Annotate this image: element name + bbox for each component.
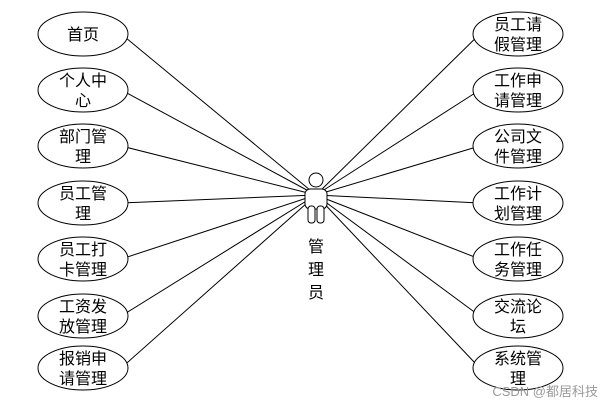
use-case-ellipse	[37, 236, 129, 282]
use-case-ellipse	[37, 123, 129, 169]
use-case-label: 理	[510, 369, 526, 388]
association-line-right-5	[315, 194, 480, 260]
use-case-left-1: 首页	[37, 11, 129, 57]
actor-leg-left	[307, 205, 316, 224]
use-case-label: 部门管	[59, 127, 107, 146]
association-line-left-3	[121, 145, 317, 196]
use-case-label: 工资发	[59, 297, 107, 316]
association-line-left-2	[121, 89, 317, 196]
association-line-right-1	[315, 33, 481, 196]
use-case-label: 公司文	[494, 127, 542, 146]
use-case-label: 件管理	[494, 147, 542, 166]
use-case-label: 坛	[510, 317, 526, 336]
use-case-ellipse	[472, 123, 564, 169]
use-case-ellipse	[37, 345, 129, 391]
use-case-label: 请管理	[494, 91, 542, 110]
use-case-ellipse	[472, 236, 564, 282]
association-line-left-7	[120, 194, 317, 369]
use-case-label: 首页	[67, 25, 99, 44]
actor-label-line-2: 理	[308, 260, 324, 279]
use-case-label: 务管理	[494, 260, 542, 279]
use-case-ellipse	[37, 293, 129, 339]
association-line-left-1	[120, 33, 317, 196]
use-case-label: 交流论	[494, 297, 542, 316]
use-case-ellipse	[37, 180, 129, 226]
association-line-left-4	[121, 194, 317, 204]
use-case-label: 心	[75, 91, 91, 110]
use-case-label: 卡管理	[59, 260, 107, 279]
use-case-ellipse	[37, 67, 129, 113]
use-case-ellipse	[472, 345, 564, 391]
actor-label-line-3: 员	[308, 283, 324, 302]
association-line-left-5	[121, 194, 317, 260]
actor-leg-right	[316, 205, 325, 224]
use-case-label: 工作计	[494, 184, 542, 203]
use-case-ellipse	[37, 11, 129, 57]
association-line-right-6	[315, 194, 481, 317]
use-case-label: 员工请	[494, 15, 542, 34]
association-line-right-2	[315, 89, 481, 196]
use-case-label: 报销申	[59, 349, 107, 368]
association-line-right-3	[315, 145, 480, 196]
association-line-left-6	[120, 194, 317, 317]
use-case-label: 系统管	[494, 349, 542, 368]
use-case-label: 理	[75, 204, 91, 223]
use-case-label: 员工管	[59, 184, 107, 203]
use-case-label: 请管理	[59, 369, 107, 388]
use-case-label: 工作任	[494, 240, 542, 259]
watermark: CSDN @都居科技	[492, 384, 598, 399]
use-case-label: 工作申	[494, 71, 542, 90]
use-case-label: 假管理	[494, 35, 542, 54]
actor-body	[304, 188, 328, 210]
use-case-label: 员工打	[59, 240, 107, 259]
use-case-group: 首页个人中心部门管理员工管理员工打卡管理工资发放管理报销申请管理员工请假管理工作…	[37, 11, 564, 391]
use-case-ellipse	[472, 11, 564, 57]
actor-admin: 管 理 员	[304, 172, 328, 302]
actor-head	[308, 172, 324, 188]
use-case-label: 放管理	[59, 317, 107, 336]
association-lines	[120, 33, 481, 369]
actor-label-line-1: 管	[308, 237, 324, 256]
use-case-label: 划管理	[494, 204, 542, 223]
use-case-label: 个人中	[59, 71, 107, 90]
use-case-ellipse	[472, 180, 564, 226]
use-case-ellipse	[472, 293, 564, 339]
use-case-label: 理	[75, 147, 91, 166]
use-case-ellipse	[472, 67, 564, 113]
association-line-right-7	[315, 194, 481, 369]
association-line-right-4	[315, 194, 480, 204]
